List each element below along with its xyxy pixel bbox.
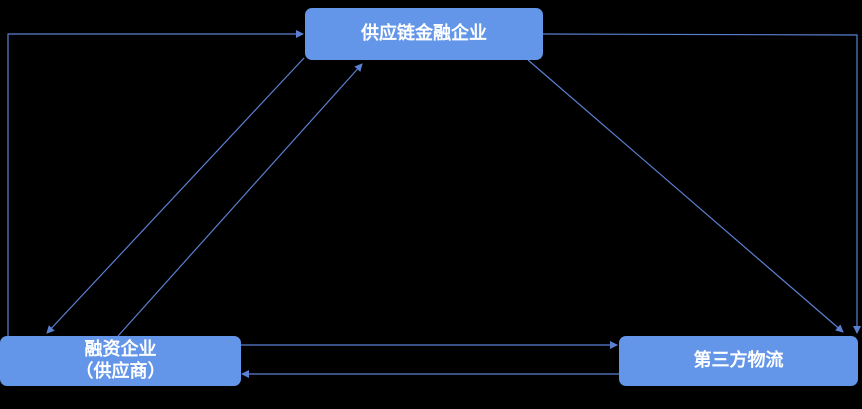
node-label: 第三方物流 [693,350,784,371]
edge-top-to-left [46,57,305,334]
node-financing-enterprise: 融资企业 （供应商） [0,336,241,386]
node-third-party-logistics: 第三方物流 [619,336,858,386]
edge-left-to-top-diagonal [117,63,363,337]
node-supply-chain-finance: 供应链金融企业 [305,8,543,60]
node-label: 供应链金融企业 [361,23,487,44]
edge-top-to-right [542,33,861,334]
edge-left-to-top [7,30,304,336]
node-label: 融资企业 [84,339,157,360]
node-sublabel: （供应商） [75,361,166,382]
edge-top-to-right-diagonal [527,59,844,333]
